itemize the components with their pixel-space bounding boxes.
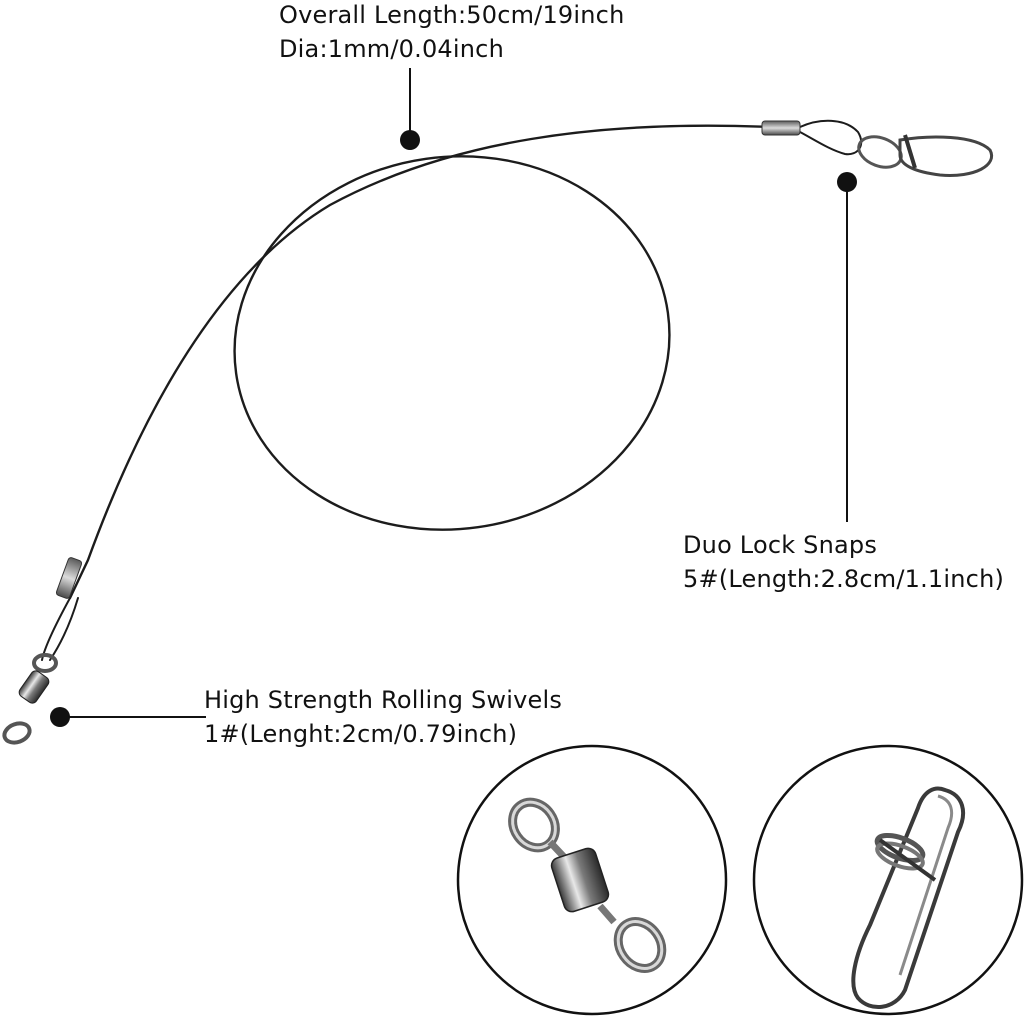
rolling-swivel-small (2, 653, 58, 745)
crimp-sleeve-top (761, 120, 801, 136)
wire-main (68, 124, 772, 600)
wire-leader-image (41, 119, 863, 661)
diameter-text: Dia:1mm/0.04inch (279, 35, 504, 63)
rolling-swivels-title: High Strength Rolling Swivels (204, 686, 563, 714)
duo-lock-snap-icon (752, 744, 1024, 1016)
duo-lock-snap-small (857, 134, 994, 177)
rolling-swivels-size: 1#(Lenght:2cm/0.79inch) (204, 720, 518, 748)
overall-length-text: Overall Length:50cm/19inch (279, 1, 625, 29)
wire-coil (233, 155, 671, 531)
rolling-swivel-icon (456, 744, 728, 1016)
callout-duo-lock (837, 172, 857, 522)
duo-lock-snaps-label: Duo Lock Snaps 5#(Length:2.8cm/1.1inch) (683, 528, 1004, 596)
callout-overall (400, 68, 420, 150)
crimp-sleeve-bottom (55, 557, 83, 599)
callout-swivel (50, 707, 206, 727)
duo-lock-snaps-title: Duo Lock Snaps (683, 531, 878, 559)
rolling-swivels-label: High Strength Rolling Swivels 1#(Lenght:… (204, 683, 562, 751)
wire-upper-loop (799, 119, 863, 156)
overall-length-label: Overall Length:50cm/19inch Dia:1mm/0.04i… (279, 0, 625, 66)
duo-lock-snaps-size: 5#(Length:2.8cm/1.1inch) (683, 565, 1005, 593)
wire-lower-loop (41, 597, 79, 661)
